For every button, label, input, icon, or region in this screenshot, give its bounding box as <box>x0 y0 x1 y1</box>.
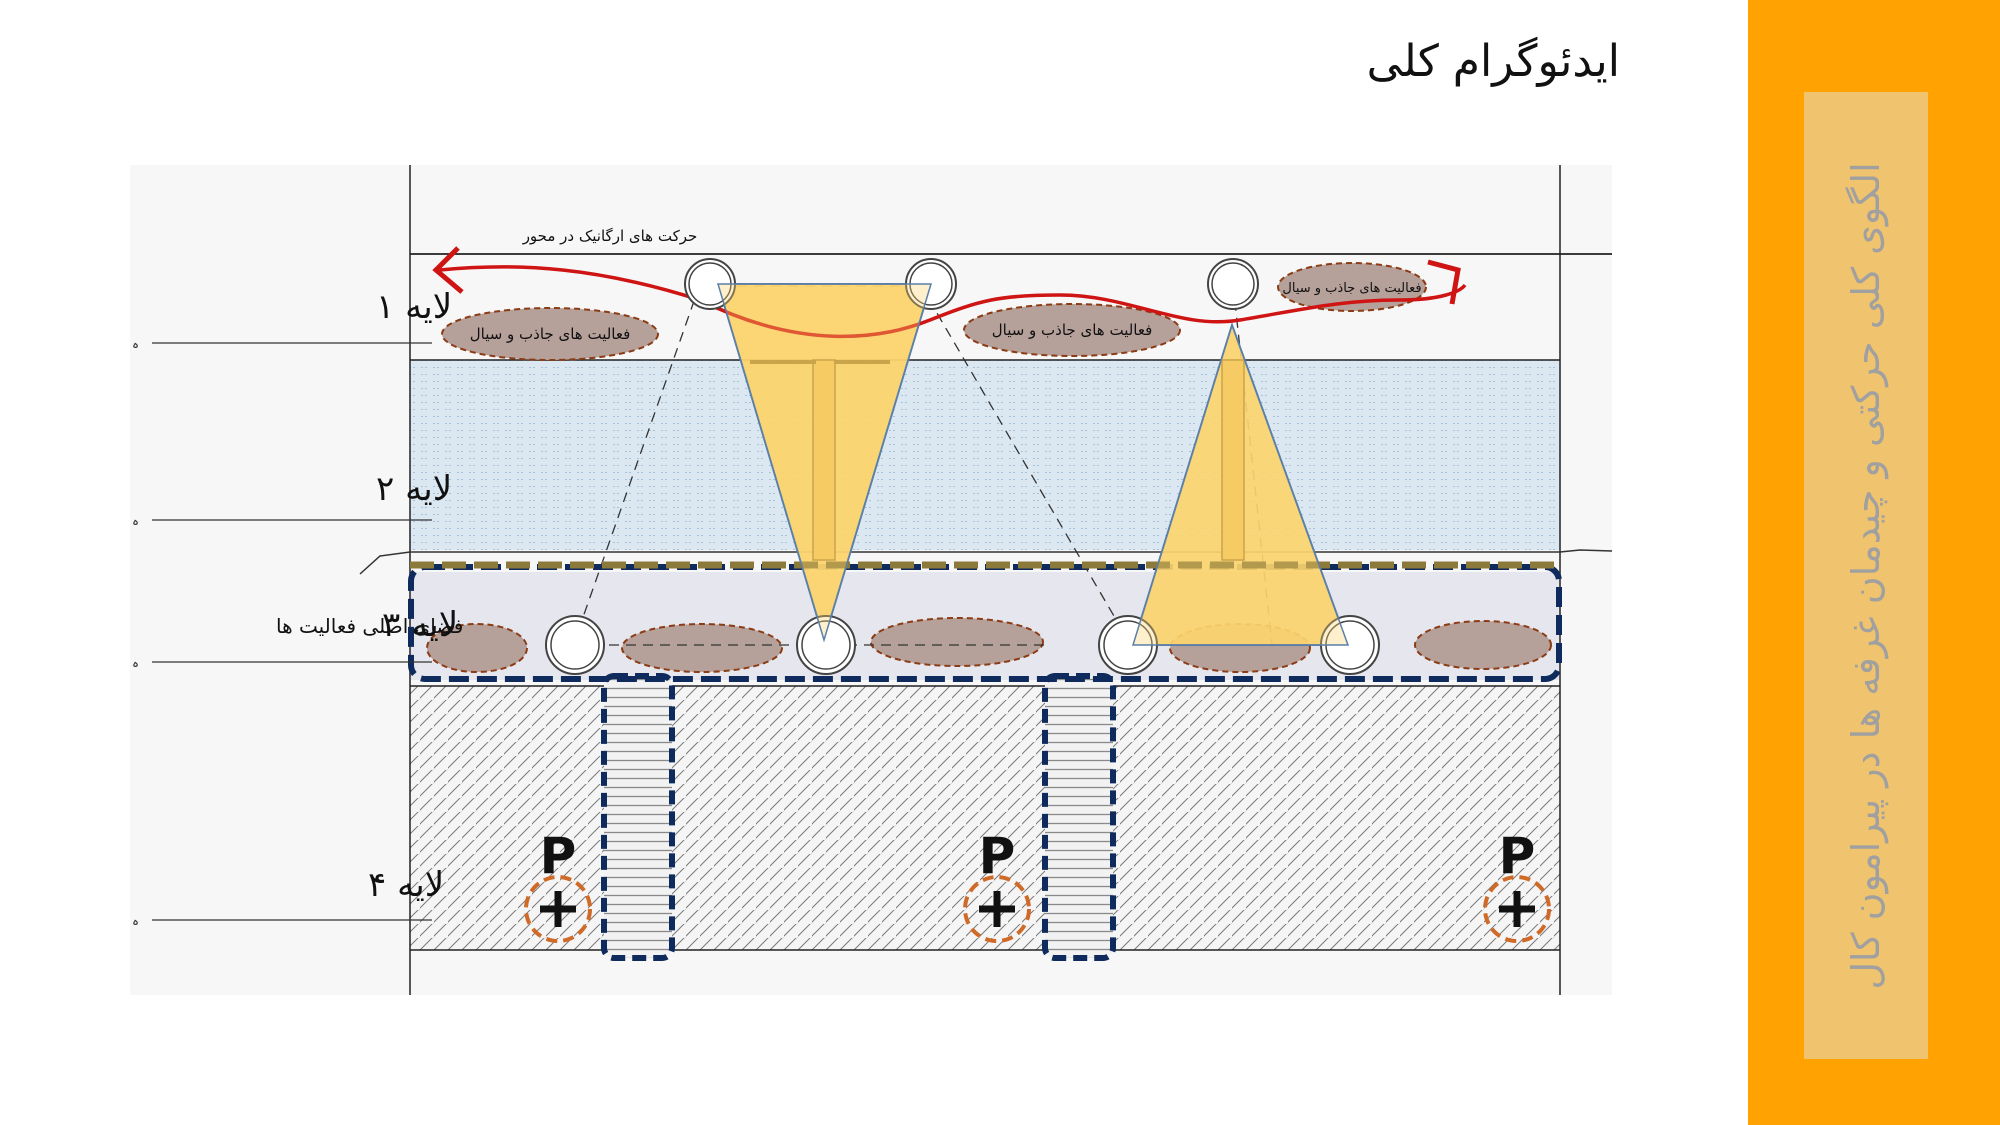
activity-ellipse <box>426 623 528 673</box>
layer3-note: فضای اصلی فعالیت ها <box>276 614 463 638</box>
sidebar-title: الگوی کلی حرکتی و چیدمان غرفه ها در پیرا… <box>1844 161 1888 990</box>
node-circle <box>1207 258 1259 310</box>
activity-ellipse-top <box>441 307 659 361</box>
parking-letter: P <box>1499 827 1536 885</box>
ideogram-diagram: فعالیت های جاذب و سیال فعالیت های جاذب و… <box>130 165 1613 995</box>
parking-symbol-left: P <box>524 827 592 943</box>
organic-movement-curve <box>439 265 1467 339</box>
layer-label: لایه ۱ <box>376 287 452 327</box>
organic-movement-label: حرکت های ارگانیک در محور <box>522 227 698 245</box>
node-circles <box>545 258 1380 675</box>
node-circle <box>545 615 605 675</box>
parking-ring <box>963 875 1031 943</box>
node-circle <box>796 615 856 675</box>
layer-marker: ہ <box>132 337 139 351</box>
layer2-band <box>410 360 1560 550</box>
parking-ring <box>1483 875 1551 943</box>
layer3-dashed-frame <box>408 564 1562 682</box>
activity-ellipse-label: فعالیت های جاذب و سیال <box>470 325 631 343</box>
parking-ring <box>524 875 592 943</box>
layer-labels: لایه ۱ ہ لایه ۲ ہ لایه ۳ فضای اصلی فعالی… <box>132 287 463 928</box>
activity-ellipse-label: فعالیت های جاذب و سیال <box>1282 281 1421 296</box>
shaft-middle <box>1042 673 1116 961</box>
layer-label: لایه ۳ <box>382 605 458 645</box>
activity-ellipse <box>870 617 1044 667</box>
layer-marker: ہ <box>132 914 139 928</box>
activity-ellipse-label: فعالیت های جاذب و سیال <box>992 321 1153 339</box>
shaft-left <box>601 673 675 961</box>
page-title: ایدئوگرام کلی <box>1366 36 1620 87</box>
layer-label: لایه ۲ <box>376 469 452 509</box>
parking-letter: P <box>979 827 1016 885</box>
sidebar: الگوی کلی حرکتی و چیدمان غرفه ها در پیرا… <box>1748 0 2000 1125</box>
sidebar-panel: الگوی کلی حرکتی و چیدمان غرفه ها در پیرا… <box>1804 92 1928 1059</box>
layer-label: لایه ۴ <box>368 865 444 905</box>
parking-symbol-right: P <box>1483 827 1551 943</box>
activity-ellipse <box>1414 620 1552 670</box>
parking-symbol-middle: P <box>963 827 1031 943</box>
activity-ellipse <box>621 623 783 673</box>
curve-arrow-left <box>432 246 464 294</box>
parking-letter: P <box>540 827 577 885</box>
curve-arrow-right <box>1427 259 1461 305</box>
layer-marker: ہ <box>132 656 139 670</box>
layer-marker: ہ <box>132 514 139 528</box>
activity-ellipse-top <box>963 303 1181 357</box>
